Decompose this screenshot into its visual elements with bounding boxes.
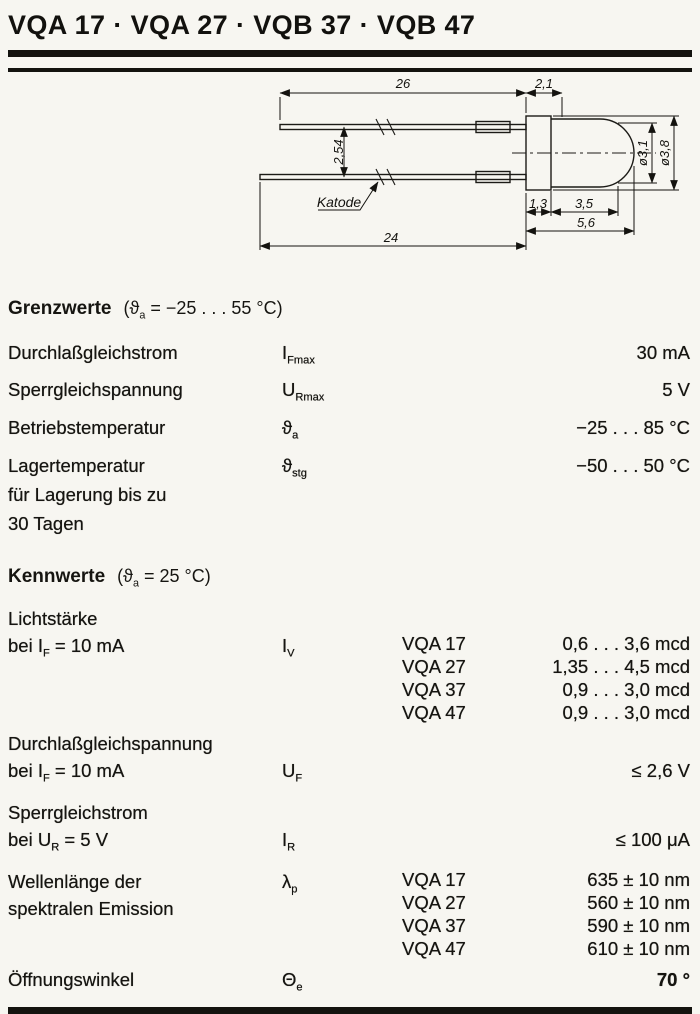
spec-row-oeffnungswinkel: Öffnungswinkel Θe 70 ° bbox=[8, 966, 692, 1002]
spec-row: Betriebstemperatur ϑa −25 . . . 85 °C bbox=[8, 413, 692, 451]
param-value: 30 mA bbox=[636, 341, 690, 363]
type-value-entry: VQA 27 1,35 . . . 4,5 mcd bbox=[402, 655, 692, 678]
led-dome bbox=[551, 118, 635, 188]
bottom-rule bbox=[8, 1007, 692, 1014]
param-label: Sperrgleichspannung bbox=[8, 379, 183, 401]
param-value: 0,9 . . . 3,0 mcd bbox=[562, 679, 690, 701]
datasheet-page: VQA 17 · VQA 27 · VQB 37 · VQB 47 bbox=[8, 10, 692, 1014]
param-value: 0,9 . . . 3,0 mcd bbox=[562, 702, 690, 724]
title-rule-thin bbox=[8, 68, 692, 72]
dim-label-flange: 1,3 bbox=[529, 196, 548, 211]
type-value-entry: VQA 17 635 ± 10 nm bbox=[402, 868, 692, 891]
param-symbol: ϑstg bbox=[282, 454, 307, 480]
param-symbol: IFmax bbox=[282, 341, 315, 367]
param-symbol: λp bbox=[282, 870, 298, 896]
param-symbol: ϑa bbox=[282, 416, 299, 442]
section-title: Grenzwerte bbox=[8, 298, 112, 319]
param-label: Wellenlänge der spektralen Emission bbox=[8, 870, 174, 919]
param-label: Lichtstärke bei IF = 10 mA bbox=[8, 605, 282, 668]
type-value-entry: VQA 17 0,6 . . . 3,6 mcd bbox=[402, 632, 692, 655]
dim-label-dia-outer: ø3,8 bbox=[657, 139, 672, 166]
param-label: Sperrgleichstrom bei UR = 5 V bbox=[8, 799, 282, 862]
type-value-list: VQA 17 0,6 . . . 3,6 mcd VQA 27 1,35 . . .… bbox=[402, 632, 692, 724]
title-rule-thick bbox=[8, 50, 692, 57]
param-label: Durchlaßgleichspannung bei IF = 10 mA bbox=[8, 730, 282, 793]
param-value: ≤ 2,6 V bbox=[631, 760, 691, 782]
param-value: 590 ± 10 nm bbox=[587, 914, 690, 936]
param-label: Öffnungswinkel bbox=[8, 968, 135, 990]
param-value: 5 V bbox=[662, 379, 690, 401]
section-heading-grenzwerte: Grenzwerte (ϑa = −25 . . . 55 °C) bbox=[8, 296, 692, 328]
bottom-lead-flat bbox=[475, 170, 511, 184]
dim-label-cap: 2,1 bbox=[534, 76, 553, 91]
lead-break-marks bbox=[375, 118, 396, 186]
section-heading-kennwerte: Kennwerte (ϑa = 25 °C) bbox=[8, 564, 692, 596]
page-title: VQA 17 · VQA 27 · VQB 37 · VQB 47 bbox=[8, 10, 476, 40]
param-symbol: UF bbox=[282, 760, 303, 785]
led-drawing-area: 26 2,1 2,54 Katode 1,3 3,5 5,6 24 ø3,1 ø… bbox=[8, 76, 692, 282]
type-value-entry: VQA 37 0,9 . . . 3,0 mcd bbox=[402, 678, 692, 701]
type-value-entry: VQA 27 560 ± 10 nm bbox=[402, 891, 692, 914]
param-value: 1,35 . . . 4,5 mcd bbox=[552, 656, 690, 678]
param-label: Durchlaßgleichstrom bbox=[8, 341, 178, 363]
param-condition: bei IF = 10 mA bbox=[8, 635, 125, 660]
spec-row: Durchlaßgleichstrom IFmax 30 mA bbox=[8, 338, 692, 376]
spec-row-sperr: Sperrgleichstrom bei UR = 5 V IR ≤ 100 μ… bbox=[8, 799, 692, 862]
type-label: VQA 37 bbox=[402, 914, 466, 936]
param-value: −50 . . . 50 °C bbox=[576, 454, 690, 476]
bottom-lead bbox=[259, 173, 527, 181]
type-value-entry: VQA 47 0,9 . . . 3,0 mcd bbox=[402, 701, 692, 724]
section-condition: (ϑa = 25 °C) bbox=[117, 565, 211, 590]
param-condition: bei UR = 5 V bbox=[8, 828, 109, 854]
cathode-label: Katode bbox=[317, 194, 362, 210]
type-label: VQA 17 bbox=[402, 868, 466, 890]
spec-row: Sperrgleichspannung URmax 5 V bbox=[8, 375, 692, 413]
section-title: Kennwerte bbox=[8, 565, 106, 587]
param-value: 610 ± 10 nm bbox=[587, 937, 690, 959]
param-symbol: IV bbox=[282, 635, 295, 660]
param-symbol: IR bbox=[282, 828, 296, 854]
grenzwerte-table: Durchlaßgleichstrom IFmax 30 mA Sperrgle… bbox=[8, 338, 692, 538]
spec-row: Lagertemperatur für Lagerung bis zu 30 T… bbox=[8, 451, 692, 538]
param-value: 560 ± 10 nm bbox=[587, 891, 690, 913]
type-label: VQA 47 bbox=[402, 702, 466, 724]
type-label: VQA 27 bbox=[402, 656, 466, 678]
spec-row-durchlass: Durchlaßgleichspannung bei IF = 10 mA UF… bbox=[8, 730, 692, 793]
dim-label-dome: 3,5 bbox=[575, 196, 594, 211]
type-value-entry: VQA 47 610 ± 10 nm bbox=[402, 937, 692, 960]
param-symbol: Θe bbox=[282, 968, 303, 994]
top-lead bbox=[279, 123, 527, 131]
param-symbol: URmax bbox=[282, 379, 325, 404]
type-value-entry: VQA 37 590 ± 10 nm bbox=[402, 914, 692, 937]
top-lead-flat bbox=[475, 120, 511, 134]
param-value: 70 ° bbox=[656, 968, 690, 990]
dim-label-body: 5,6 bbox=[577, 215, 596, 230]
dim-label-pitch: 2,54 bbox=[331, 139, 346, 165]
dim-label-dia-inner: ø3,1 bbox=[635, 140, 650, 166]
type-label: VQA 17 bbox=[402, 633, 466, 655]
spec-row-wellenlaenge: Wellenlänge der spektralen Emission λp V… bbox=[8, 868, 692, 960]
type-label: VQA 37 bbox=[402, 679, 466, 701]
param-label: Betriebstemperatur bbox=[8, 416, 166, 438]
section-condition: (ϑa = −25 . . . 55 °C) bbox=[123, 298, 283, 322]
spec-row-lichtstaerke: Lichtstärke bei IF = 10 mA IV VQA 17 0,6 … bbox=[8, 605, 692, 724]
param-condition: bei IF = 10 mA bbox=[8, 760, 125, 785]
type-label: VQA 27 bbox=[402, 891, 466, 913]
param-value: 0,6 . . . 3,6 mcd bbox=[562, 633, 690, 655]
param-value: ≤ 100 μA bbox=[615, 828, 690, 850]
dim-label-top-lead: 26 bbox=[395, 76, 411, 91]
dim-label-bottom-lead: 24 bbox=[383, 230, 398, 245]
kennwerte-table: Lichtstärke bei IF = 10 mA IV VQA 17 0,6 … bbox=[8, 605, 692, 1001]
cathode-leader bbox=[318, 181, 379, 211]
type-value-list: VQA 17 635 ± 10 nm VQA 27 560 ± 10 nm VQA … bbox=[402, 868, 692, 960]
type-label: VQA 47 bbox=[402, 937, 466, 959]
param-value: −25 . . . 85 °C bbox=[576, 416, 690, 438]
param-label: Lagertemperatur für Lagerung bis zu 30 T… bbox=[8, 454, 167, 534]
param-value: 635 ± 10 nm bbox=[587, 868, 690, 890]
led-dimension-drawing: 26 2,1 2,54 Katode 1,3 3,5 5,6 24 ø3,1 ø… bbox=[259, 76, 679, 250]
